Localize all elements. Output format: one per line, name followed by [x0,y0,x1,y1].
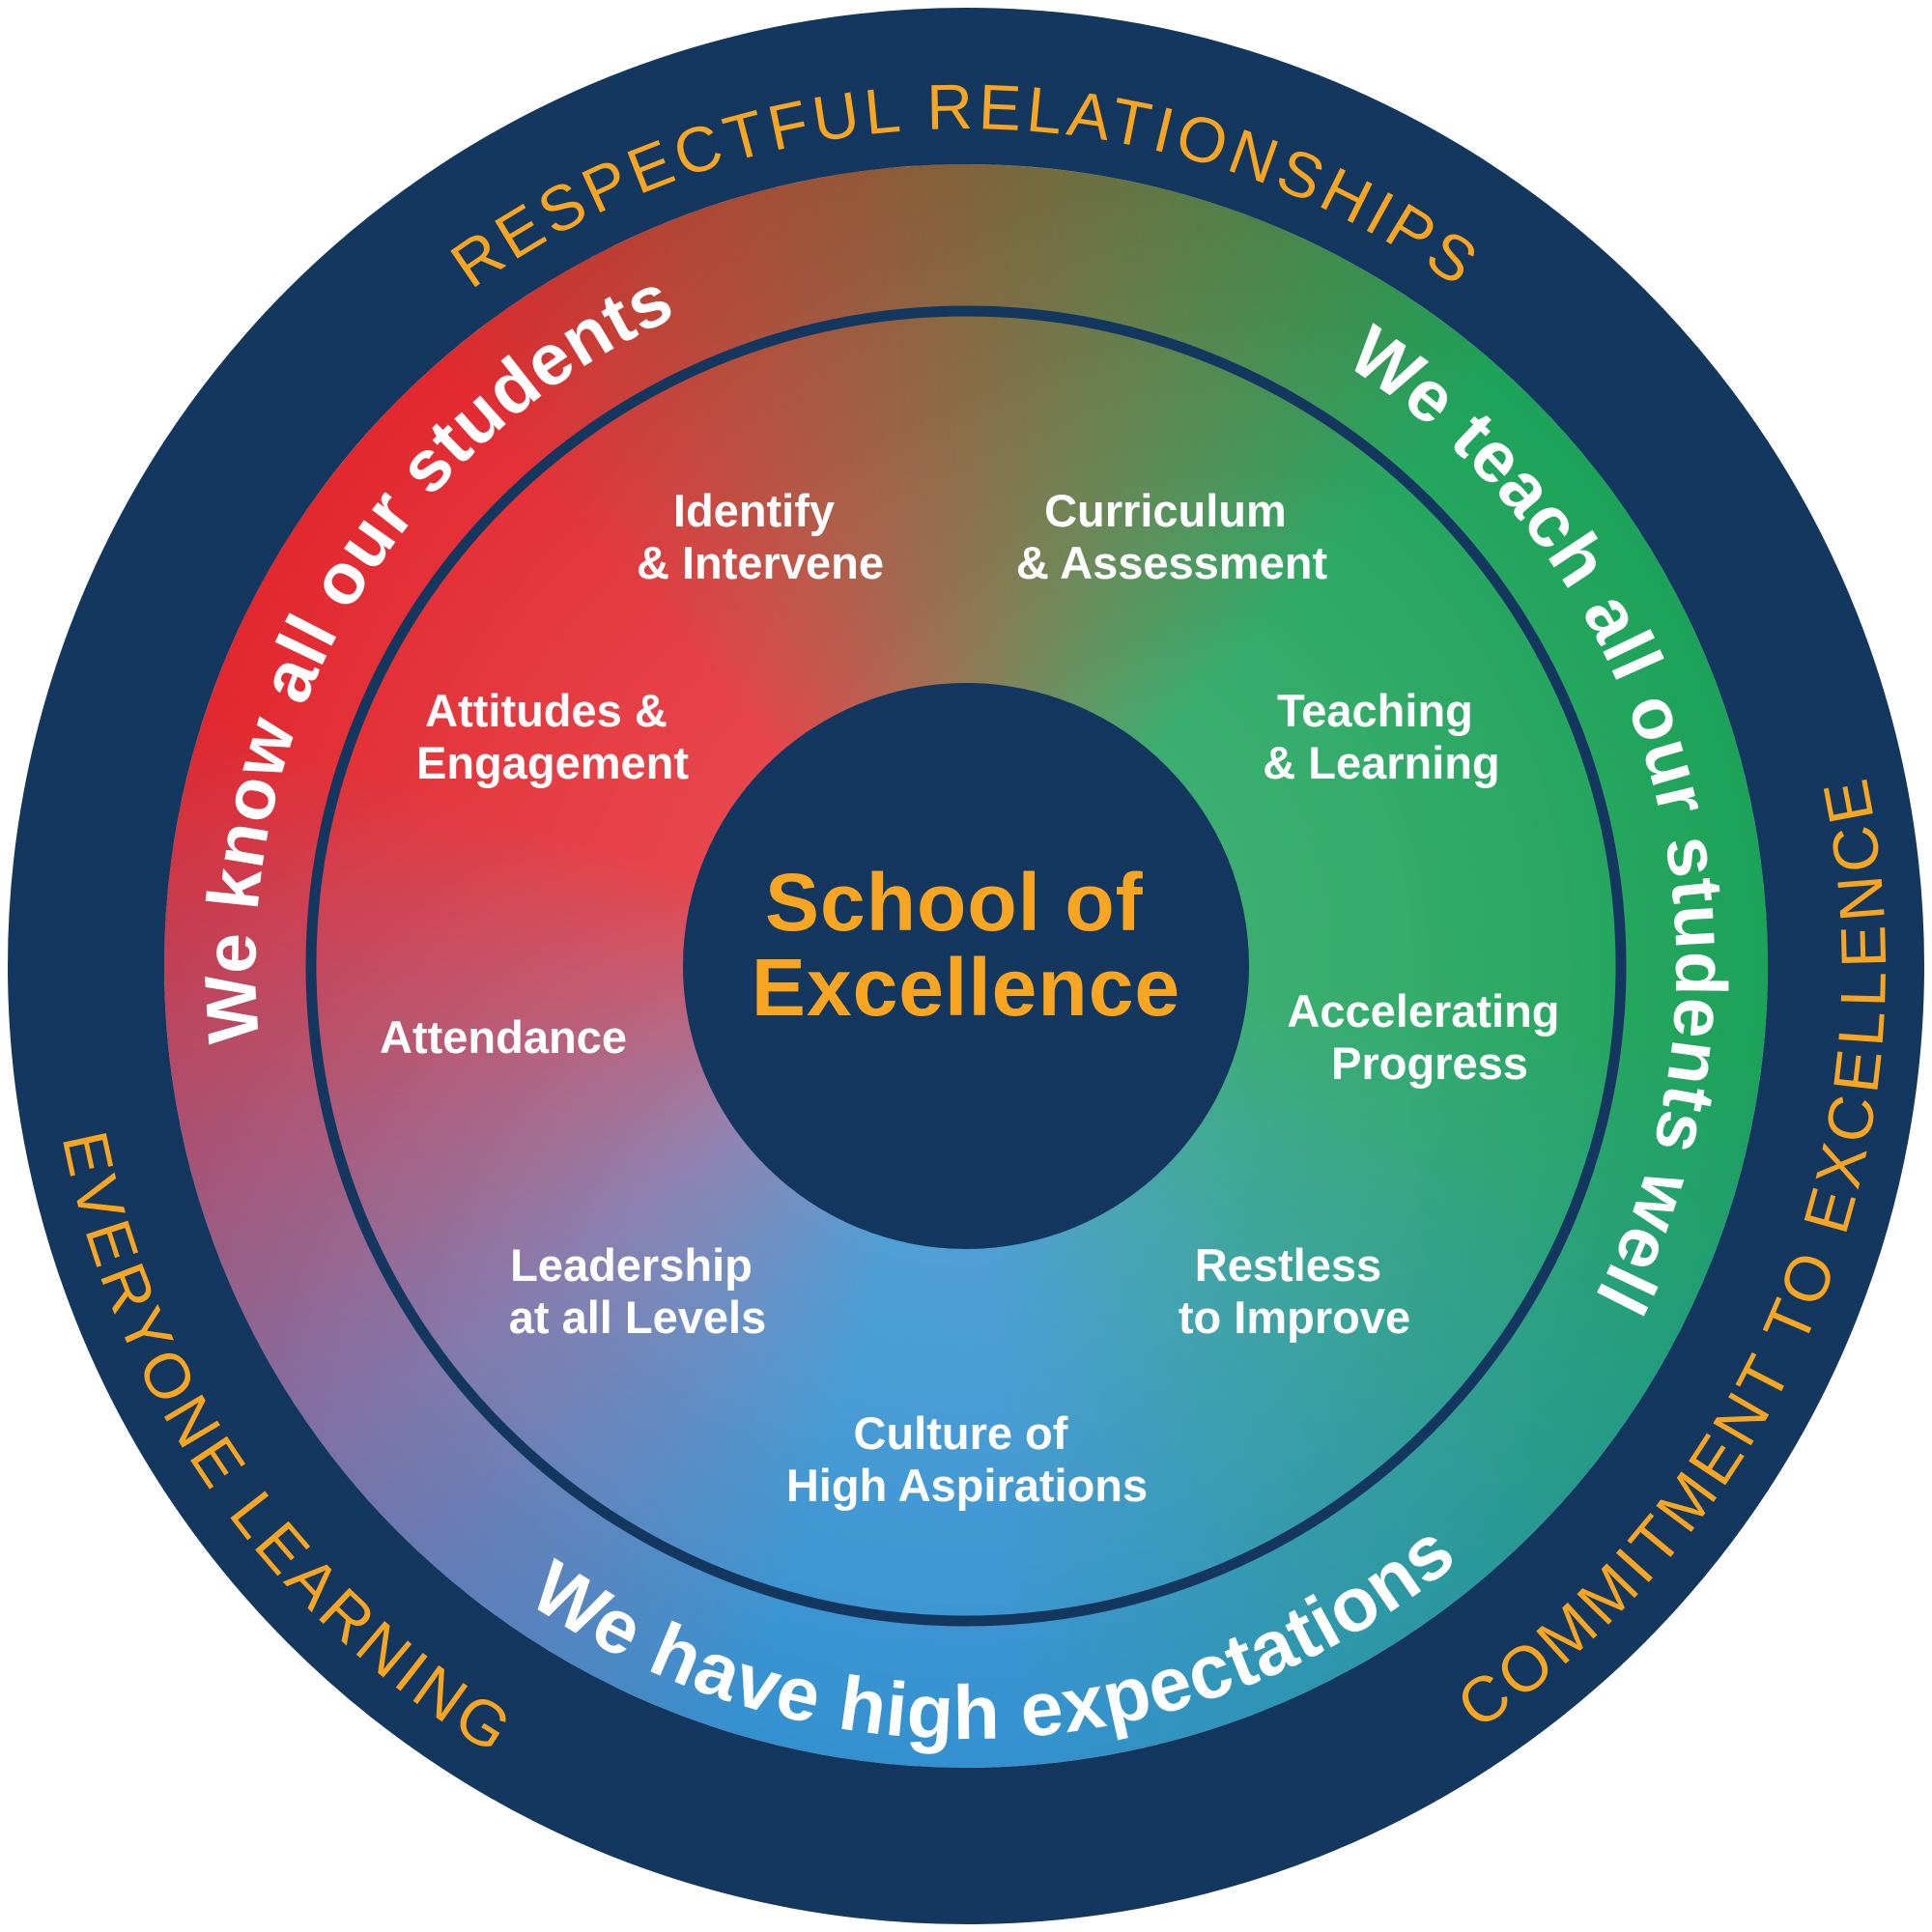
inner-label-line: Progress [1331,1037,1528,1089]
inner-label-line: & Learning [1263,737,1499,788]
inner-label-line: Engagement [416,737,689,788]
inner-label-line: Curriculum [1044,485,1287,536]
inner-label-teaching-learning: Teaching & Learning [1263,685,1499,788]
outer-navy-ring [8,8,1924,1924]
inner-label-line: Leadership [510,1239,753,1291]
inner-label-attendance: Attendance [380,1011,627,1063]
inner-label-line: Restless [1195,1239,1381,1291]
inner-label-attitudes-engagement: Attitudes & Engagement [416,685,689,788]
inner-label-leadership-at-all-levels: Leadership at all Levels [509,1239,767,1343]
inner-label-line: High Aspirations [786,1460,1148,1511]
inner-label-line: Culture of [854,1407,1068,1459]
center-title-line: Excellence [752,942,1180,1033]
inner-label-line: Identify [673,485,835,536]
inner-label-line: Attendance [380,1011,627,1063]
inner-label-line: Teaching [1277,685,1473,736]
inner-separator-ring [305,305,1627,1627]
inner-label-line: & Assessment [1016,537,1328,588]
inner-label-line: Accelerating [1287,985,1559,1037]
inner-label-curriculum-assessment: Curriculum & Assessment [1016,485,1328,588]
center-title: School of Excellence [752,857,1180,1033]
inner-label-line: at all Levels [509,1292,767,1343]
inner-label-culture-of-high-aspirations: Culture of High Aspirations [786,1407,1148,1511]
inner-label-identify-intervene: Identify & Intervene [637,485,884,588]
center-circle [683,683,1249,1249]
inner-label-line: Attitudes & [425,685,668,736]
inner-label-line: & Intervene [637,537,884,588]
inner-label-restless-to-improve: Restless to Improve [1179,1239,1410,1343]
inner-label-line: to Improve [1179,1292,1410,1343]
inner-label-accelerating-progress: Accelerating Progress [1287,985,1572,1089]
center-title-line: School of [765,857,1144,948]
